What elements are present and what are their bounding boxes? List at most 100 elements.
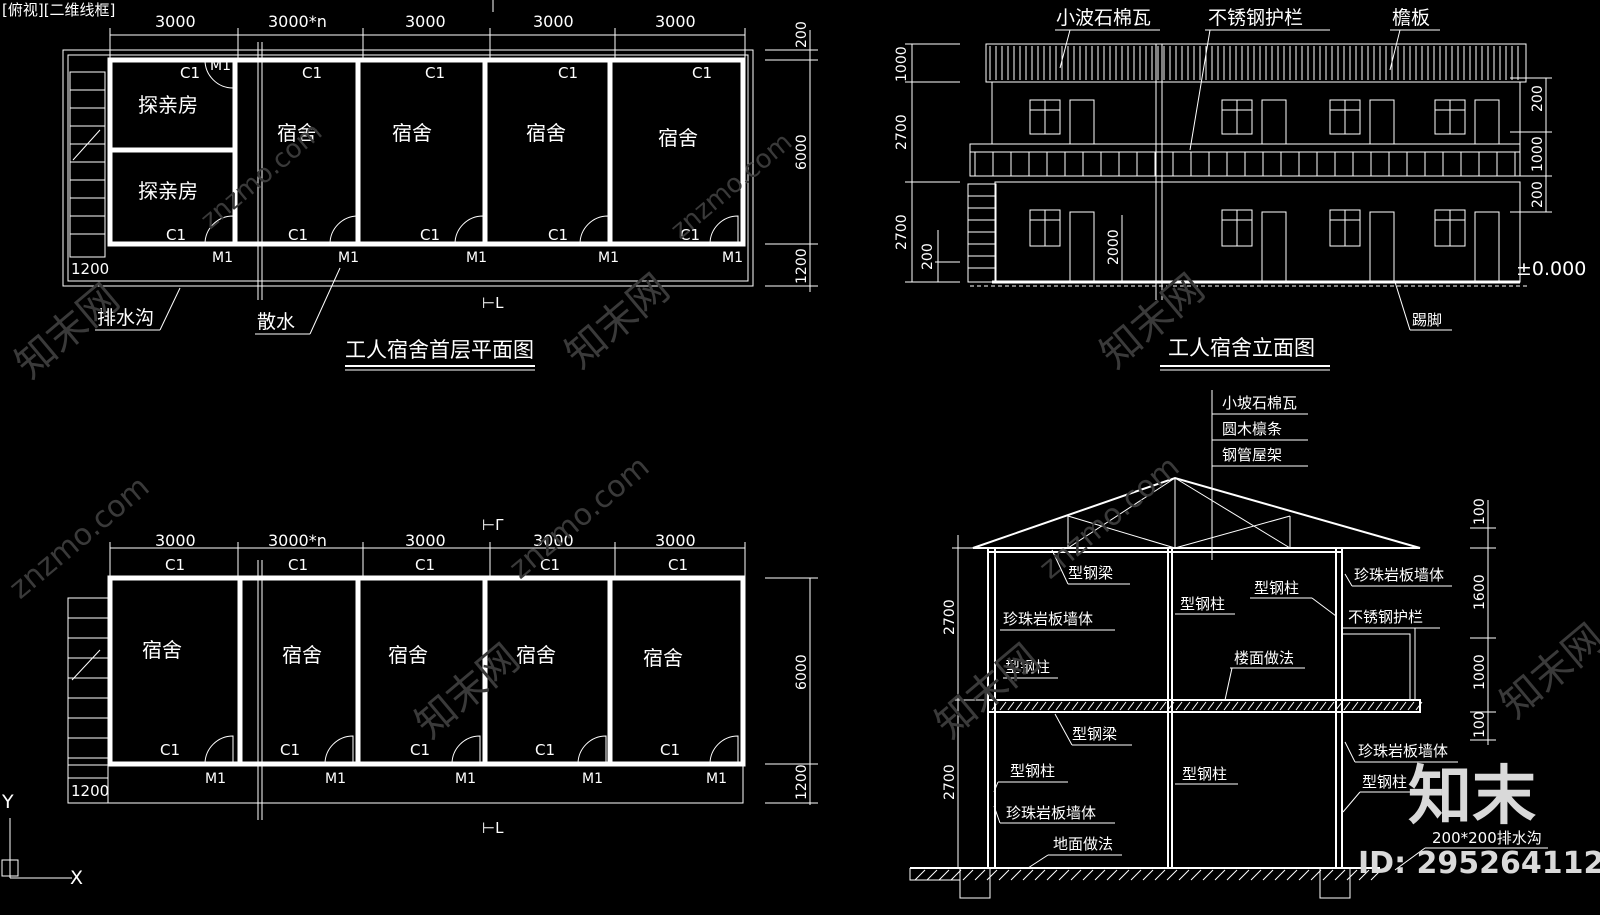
door-code: M1 xyxy=(706,771,727,787)
elevation-door xyxy=(1369,99,1395,145)
section-dim-right-2: 1600 xyxy=(1472,574,1488,610)
window-code: C1 xyxy=(540,556,560,574)
svg-text:知末网: 知末网 xyxy=(7,275,128,387)
elev-level: ±0.000 xyxy=(1516,258,1586,280)
door-code: M1 xyxy=(325,771,346,787)
section-drawing: 小坡石棉瓦 圆木檩条 钢管屋架 xyxy=(909,390,1548,899)
viewport-label[interactable]: [俯视][二维线框] xyxy=(2,1,115,19)
upper-dim-top-2: 3000*n xyxy=(268,531,327,550)
section-label: 楼面做法 xyxy=(1234,649,1294,667)
section-label: 型钢梁 xyxy=(1072,725,1117,743)
elevation-door xyxy=(1369,211,1395,283)
door-code: M1 xyxy=(598,250,619,266)
elevation-drawing: 1000 2700 2700 200 2000 200 1000 200 ±0.… xyxy=(894,7,1586,371)
elev-door-height: 2000 xyxy=(1106,229,1122,265)
dim-right-2: 6000 xyxy=(794,134,810,170)
ground-floor-plan: 3000 3000*n 3000 3000 3000 xyxy=(62,12,818,371)
section-label: 型钢柱 xyxy=(1182,765,1227,783)
section-label: 珍珠岩板墙体 xyxy=(1354,566,1444,584)
elev-dim-left-4: 200 xyxy=(920,243,936,270)
upper-room-1: 宿舍 xyxy=(142,638,182,662)
window-code: C1 xyxy=(180,64,200,82)
room-dorm-1: 宿舍 xyxy=(277,121,317,145)
door-code: M1 xyxy=(338,250,359,266)
elevation-door xyxy=(1069,99,1095,145)
section-label: 型钢柱 xyxy=(1005,658,1050,676)
svg-text:知末网: 知末网 xyxy=(1492,615,1600,727)
door-code: M1 xyxy=(210,58,231,74)
upper-room-5: 宿舍 xyxy=(643,646,683,670)
window-code: C1 xyxy=(302,64,322,82)
section-label: 200*200排水沟 xyxy=(1432,829,1542,847)
dim-top-4: 3000 xyxy=(533,12,574,31)
window-code: C1 xyxy=(420,226,440,244)
dim-top-3: 3000 xyxy=(405,12,446,31)
elev-callout-fascia: 檐板 xyxy=(1392,7,1430,29)
dim-top-1: 3000 xyxy=(155,12,196,31)
elev-callout-skirting: 踢脚 xyxy=(1412,311,1442,329)
callout-apron: 散水 xyxy=(257,311,295,333)
section-dim-right-4: 100 xyxy=(1472,711,1488,738)
brand-logo: 知末 xyxy=(1408,760,1536,834)
window-code: C1 xyxy=(288,556,308,574)
dim-top-2: 3000*n xyxy=(268,12,327,31)
window-code: C1 xyxy=(415,556,435,574)
window-code: C1 xyxy=(160,741,180,759)
roof-hatch xyxy=(989,46,1519,80)
elevation-door xyxy=(1474,211,1500,283)
svg-text:知末网: 知末网 xyxy=(557,265,678,377)
elevation-door xyxy=(1069,211,1095,283)
section-dim-right-3: 1000 xyxy=(1472,654,1488,690)
door-code: M1 xyxy=(582,771,603,787)
section-label: 型钢柱 xyxy=(1254,579,1299,597)
room-dorm-2: 宿舍 xyxy=(392,121,432,145)
room-visitor-2: 探亲房 xyxy=(138,179,198,203)
section-label: 型钢柱 xyxy=(1180,595,1225,613)
door-code: M1 xyxy=(205,771,226,787)
dim-top-5: 3000 xyxy=(655,12,696,31)
window-code: C1 xyxy=(280,741,300,759)
elevation-title: 工人宿舍立面图 xyxy=(1168,336,1315,360)
roof-layer-1: 小坡石棉瓦 xyxy=(1222,394,1297,412)
upper-dim-top-3: 3000 xyxy=(405,531,446,550)
window-code: C1 xyxy=(692,64,712,82)
svg-text:⊢Γ: ⊢Γ xyxy=(482,516,504,534)
door-code: M1 xyxy=(212,250,233,266)
upper-dim-right-1: 6000 xyxy=(794,654,810,690)
roof-layer-2: 圆木檩条 xyxy=(1222,420,1282,438)
upper-dim-top-5: 3000 xyxy=(655,531,696,550)
section-label: 珍珠岩板墙体 xyxy=(1003,610,1093,628)
section-dim-left-2: 2700 xyxy=(942,764,958,800)
door-code: M1 xyxy=(722,250,743,266)
elev-dim-left-3: 2700 xyxy=(894,214,910,250)
window-code: C1 xyxy=(425,64,445,82)
elevation-door xyxy=(1261,99,1287,145)
svg-text:znzmo.com: znzmo.com xyxy=(3,469,157,606)
room-dorm-3: 宿舍 xyxy=(526,121,566,145)
section-label: 型钢柱 xyxy=(1010,762,1055,780)
roof-layer-3: 钢管屋架 xyxy=(1222,446,1282,464)
upper-dim-left-bottom: 1200 xyxy=(71,782,109,800)
section-label: 不锈钢护栏 xyxy=(1348,608,1423,626)
elev-dim-left-1: 1000 xyxy=(894,46,910,82)
elev-callout-rail: 不锈钢护栏 xyxy=(1208,7,1303,29)
window-code: C1 xyxy=(410,741,430,759)
section-dim-left-1: 2700 xyxy=(942,599,958,635)
upper-dim-top-4: 3000 xyxy=(533,531,574,550)
section-label: 珍珠岩板墙体 xyxy=(1358,742,1448,760)
upper-room-2: 宿舍 xyxy=(282,643,322,667)
dim-right-1: 200 xyxy=(794,21,810,48)
section-label: 型钢梁 xyxy=(1068,564,1113,582)
callout-drain: 排水沟 xyxy=(97,307,154,329)
svg-text:Y: Y xyxy=(1,791,14,813)
ucs-icon: Y X xyxy=(1,791,83,889)
door-code: M1 xyxy=(455,771,476,787)
svg-text:znzmo.com: znzmo.com xyxy=(503,449,657,586)
section-label: 型钢柱 xyxy=(1362,773,1407,791)
window-code: C1 xyxy=(548,226,568,244)
upper-dim-right-2: 1200 xyxy=(794,764,810,800)
window-code: C1 xyxy=(680,226,700,244)
dim-left-bottom: 1200 xyxy=(71,260,109,278)
